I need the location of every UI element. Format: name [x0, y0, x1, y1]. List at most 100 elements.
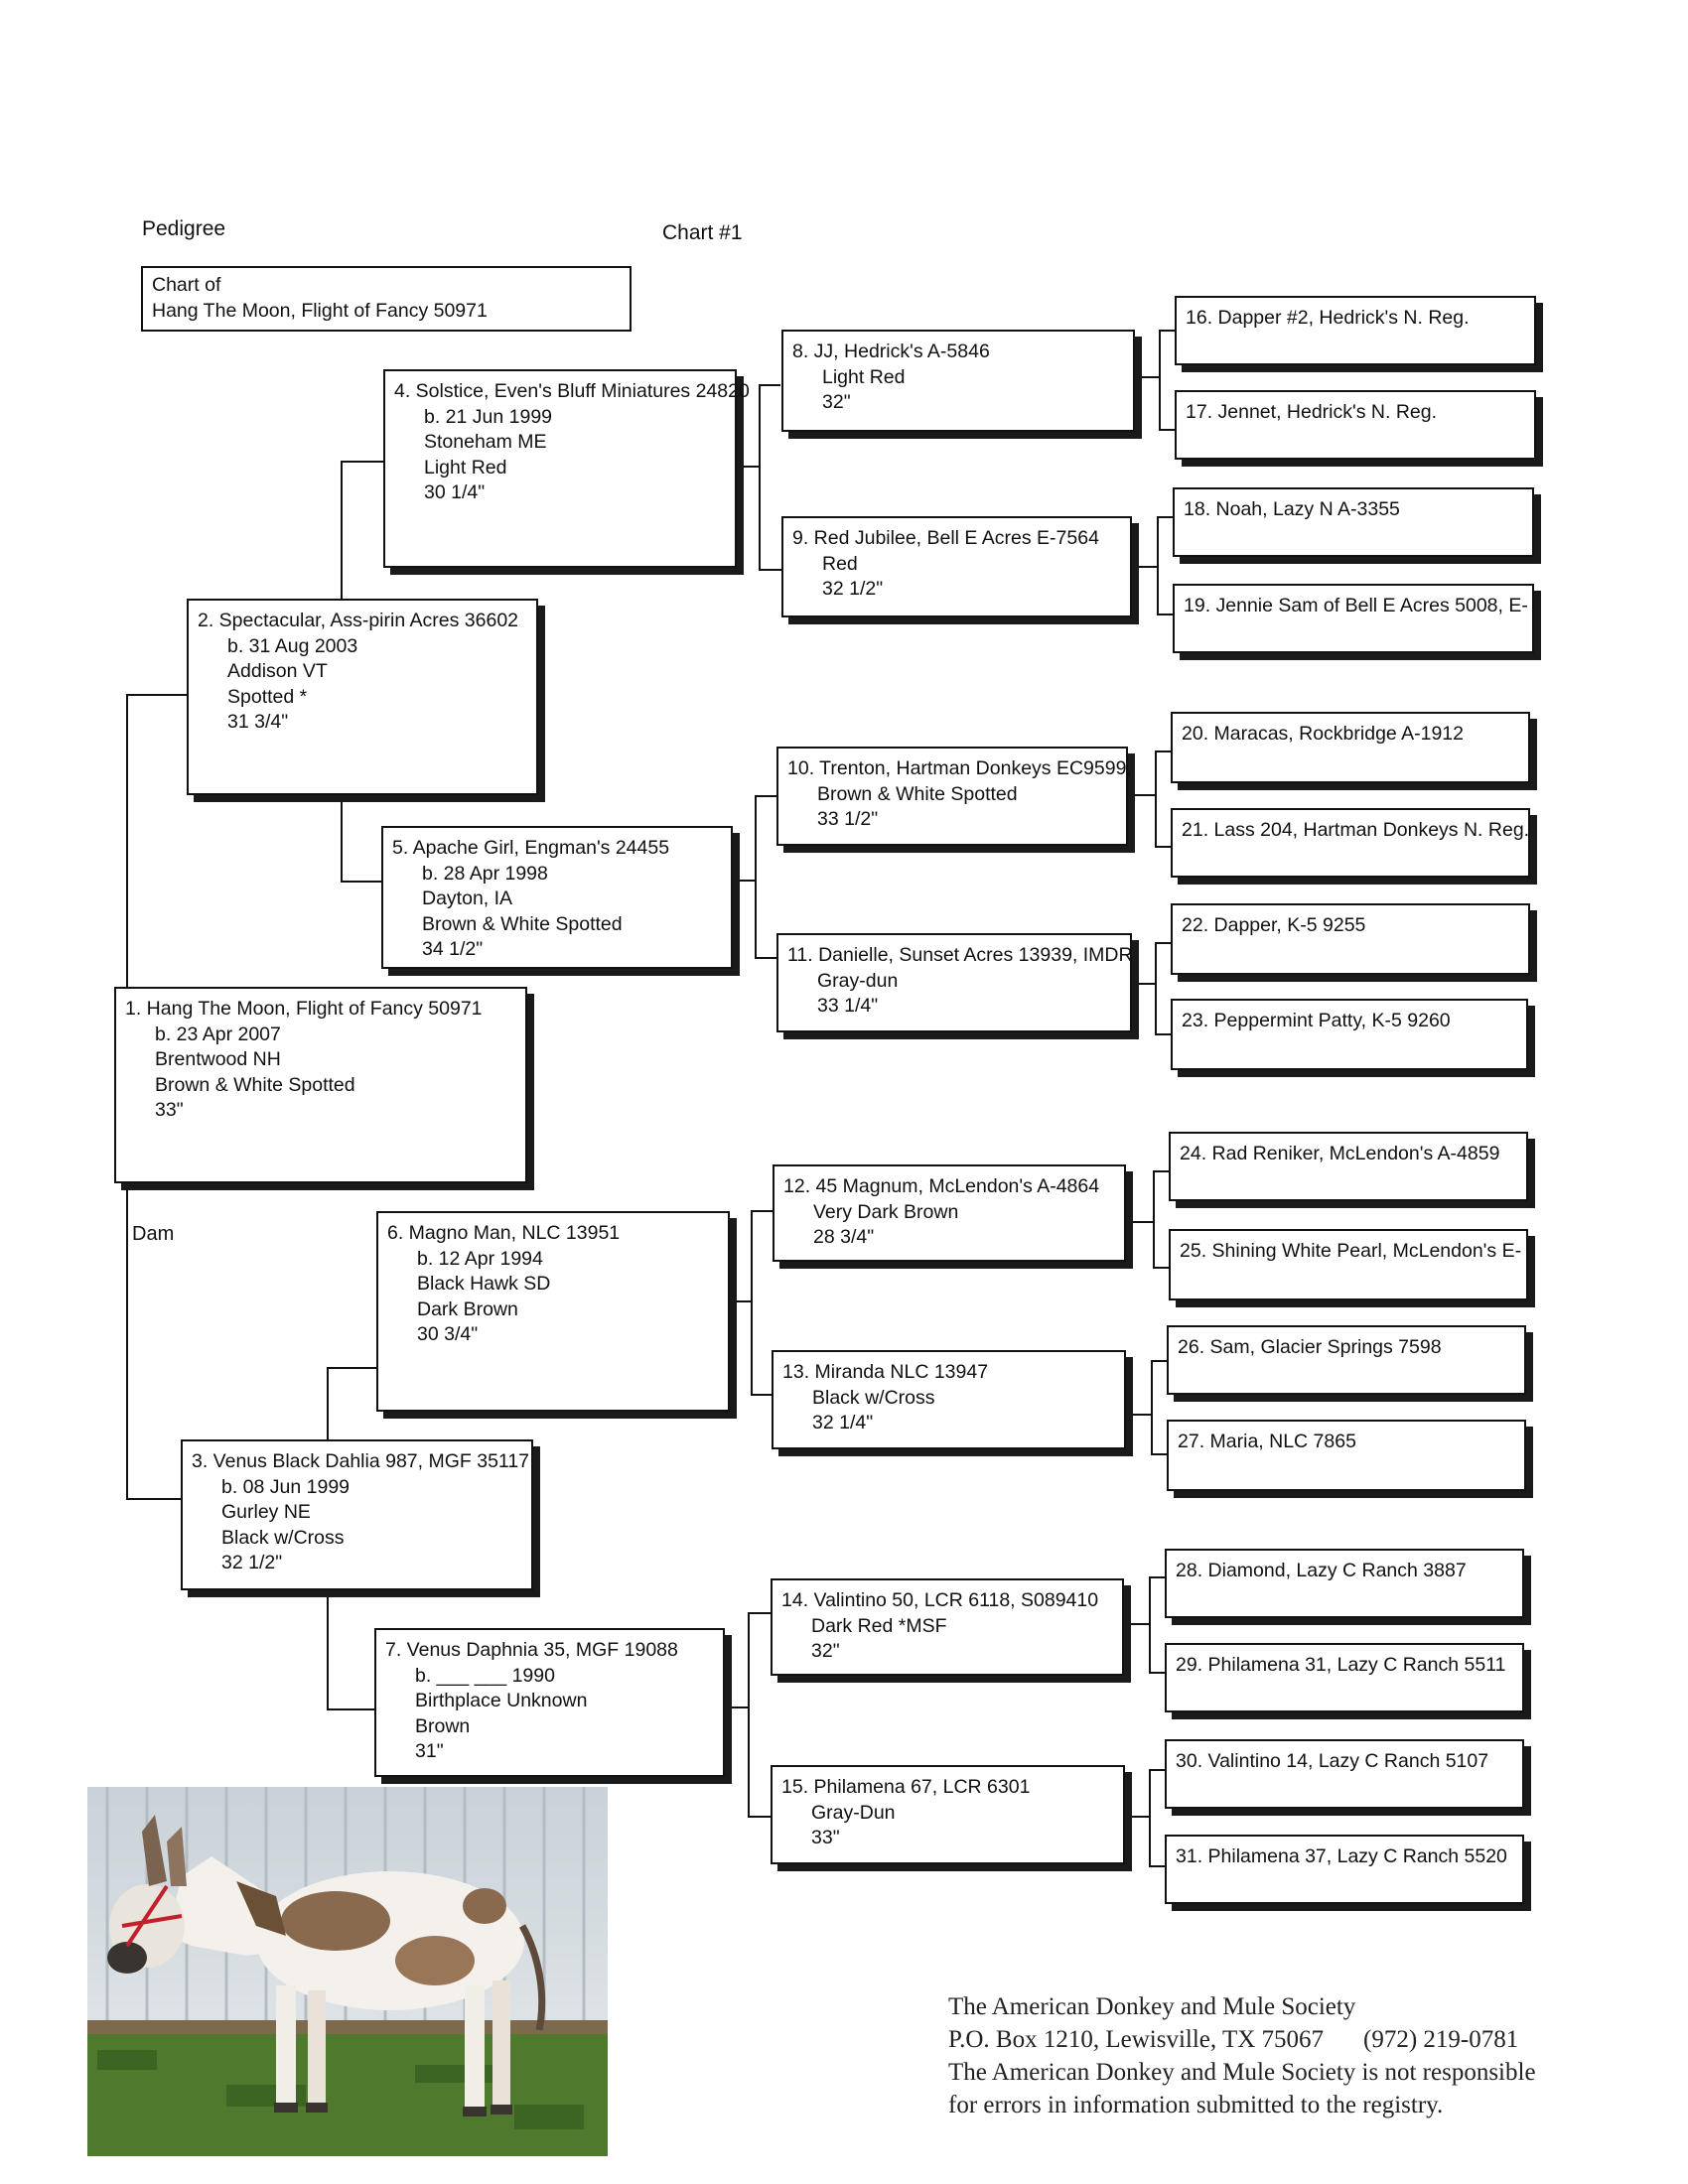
animal-4-box: 4. Solstice, Even's Bluff Miniatures 248…	[383, 369, 750, 568]
animal-name: 31. Philamena 37, Lazy C Ranch 5520	[1176, 1845, 1507, 1867]
animal-name: 12. 45 Magnum, McLendon's A-4864	[783, 1175, 1100, 1197]
animal-height: 32 1/2"	[822, 578, 884, 600]
animal-color: Dark Brown	[417, 1297, 518, 1320]
footer-phone: (972) 219-0781	[1363, 2026, 1519, 2053]
animal-16-box: 16. Dapper #2, Hedrick's N. Reg.	[1175, 296, 1536, 365]
chart-of-label: Chart of	[152, 274, 221, 296]
animal-name: 25. Shining White Pearl, McLendon's E-	[1180, 1240, 1522, 1262]
animal-height: 33 1/4"	[817, 995, 879, 1017]
animal-place: Brentwood NH	[155, 1048, 281, 1070]
animal-name: 1. Hang The Moon, Flight of Fancy 50971	[125, 998, 483, 1020]
animal-3-box: 3. Venus Black Dahlia 987, MGF 35117 b. …	[181, 1439, 533, 1590]
animal-color: Black w/Cross	[221, 1526, 345, 1549]
animal-25-box: 25. Shining White Pearl, McLendon's E-	[1169, 1229, 1528, 1300]
animal-8-box: 8. JJ, Hedrick's A-5846 Light Red 32"	[781, 330, 1135, 432]
animal-name: 7. Venus Daphnia 35, MGF 19088	[385, 1639, 678, 1661]
animal-30-box: 30. Valintino 14, Lazy C Ranch 5107	[1165, 1739, 1524, 1809]
animal-height: 28 3/4"	[813, 1226, 875, 1248]
animal-name: 28. Diamond, Lazy C Ranch 3887	[1176, 1560, 1467, 1581]
animal-birth: b. 23 Apr 2007	[155, 1023, 281, 1045]
animal-height: 32"	[822, 391, 851, 413]
donkey-photo	[87, 1787, 608, 2156]
animal-color: Light Red	[822, 365, 906, 388]
animal-color: Gray-dun	[817, 969, 899, 992]
animal-birth: b. 12 Apr 1994	[417, 1247, 543, 1270]
animal-20-box: 20. Maracas, Rockbridge A-1912	[1171, 712, 1530, 783]
animal-name: 30. Valintino 14, Lazy C Ranch 5107	[1176, 1750, 1489, 1772]
animal-height: 30 3/4"	[417, 1323, 479, 1345]
animal-name: 15. Philamena 67, LCR 6301	[781, 1776, 1031, 1798]
animal-color: Brown & White Spotted	[817, 782, 1018, 805]
animal-name: 22. Dapper, K-5 9255	[1182, 914, 1366, 936]
animal-color: Brown & White Spotted	[155, 1073, 355, 1096]
animal-birth: b. ___ ___ 1990	[415, 1664, 555, 1687]
animal-height: 34 1/2"	[422, 938, 484, 960]
animal-place: Birthplace Unknown	[415, 1690, 588, 1711]
animal-19-box: 19. Jennie Sam of Bell E Acres 5008, E-	[1173, 584, 1534, 653]
animal-height: 33 1/2"	[817, 808, 879, 830]
registry-footer: The American Donkey and Mule Society P.O…	[948, 1990, 1536, 2121]
animal-name: 11. Danielle, Sunset Acres 13939, IMDR	[787, 944, 1133, 966]
animal-name: 13. Miranda NLC 13947	[782, 1361, 989, 1383]
animal-name: 18. Noah, Lazy N A-3355	[1184, 498, 1400, 520]
dam-label: Dam	[132, 1223, 175, 1245]
animal-height: 30 1/4"	[424, 481, 486, 503]
donkey-photo-icon	[87, 1787, 608, 2156]
animal-name: 2. Spectacular, Ass-pirin Acres 36602	[198, 610, 519, 631]
animal-31-box: 31. Philamena 37, Lazy C Ranch 5520	[1165, 1835, 1524, 1904]
animal-color: Spotted *	[227, 685, 308, 708]
animal-height: 33"	[155, 1099, 184, 1121]
animal-18-box: 18. Noah, Lazy N A-3355	[1173, 487, 1534, 557]
footer-disclaimer-2: for errors in information submitted to t…	[948, 2092, 1444, 2118]
animal-name: 3. Venus Black Dahlia 987, MGF 35117	[192, 1450, 530, 1472]
animal-height: 31"	[415, 1740, 444, 1762]
animal-color: Brown & White Spotted	[422, 912, 623, 935]
animal-name: 29. Philamena 31, Lazy C Ranch 5511	[1176, 1654, 1506, 1676]
animal-1-box: 1. Hang The Moon, Flight of Fancy 50971 …	[114, 987, 527, 1183]
animal-5-box: 5. Apache Girl, Engman's 24455 b. 28 Apr…	[381, 826, 733, 969]
animal-color: Light Red	[424, 456, 507, 478]
animal-name: 19. Jennie Sam of Bell E Acres 5008, E-	[1184, 595, 1528, 616]
animal-7-box: 7. Venus Daphnia 35, MGF 19088 b. ___ __…	[374, 1628, 725, 1777]
animal-name: 6. Magno Man, NLC 13951	[387, 1222, 621, 1244]
animal-name: 17. Jennet, Hedrick's N. Reg.	[1186, 401, 1438, 423]
footer-org-name: The American Donkey and Mule Society	[948, 1993, 1356, 2020]
animal-24-box: 24. Rad Reniker, McLendon's A-4859	[1169, 1132, 1528, 1201]
animal-color: Dark Red *MSF	[811, 1614, 947, 1637]
animal-name: 8. JJ, Hedrick's A-5846	[792, 341, 990, 362]
animal-height: 33"	[811, 1827, 840, 1848]
animal-birth: b. 08 Jun 1999	[221, 1475, 351, 1498]
pedigree-label: Pedigree	[142, 217, 226, 240]
animal-name: 24. Rad Reniker, McLendon's A-4859	[1180, 1143, 1500, 1164]
animal-name: 4. Solstice, Even's Bluff Miniatures 248…	[394, 380, 750, 402]
animal-height: 32"	[811, 1640, 840, 1662]
animal-name: 10. Trenton, Hartman Donkeys EC9599,	[787, 757, 1132, 779]
animal-17-box: 17. Jennet, Hedrick's N. Reg.	[1175, 390, 1536, 460]
animal-name: 23. Peppermint Patty, K-5 9260	[1182, 1010, 1451, 1031]
animal-10-box: 10. Trenton, Hartman Donkeys EC9599, Bro…	[776, 747, 1132, 846]
animal-13-box: 13. Miranda NLC 13947 Black w/Cross 32 1…	[772, 1350, 1126, 1449]
animal-name: 20. Maracas, Rockbridge A-1912	[1182, 723, 1464, 745]
footer-address: P.O. Box 1210, Lewisville, TX 75067	[948, 2026, 1325, 2053]
animal-color: Black w/Cross	[812, 1386, 935, 1409]
animal-place: Addison VT	[227, 660, 328, 682]
animal-15-box: 15. Philamena 67, LCR 6301 Gray-Dun 33"	[771, 1765, 1125, 1864]
animal-22-box: 22. Dapper, K-5 9255	[1171, 903, 1530, 975]
animal-name: 14. Valintino 50, LCR 6118, S089410	[781, 1589, 1099, 1611]
animal-color: Red	[822, 552, 858, 575]
chart-of-box: Chart of Hang The Moon, Flight of Fancy …	[141, 266, 632, 332]
animal-color: Brown	[415, 1714, 471, 1737]
chart-of-name: Hang The Moon, Flight of Fancy 50971	[152, 300, 488, 322]
animal-9-box: 9. Red Jubilee, Bell E Acres E-7564 Red …	[781, 516, 1132, 617]
animal-height: 32 1/2"	[221, 1552, 283, 1573]
animal-place: Stoneham ME	[424, 431, 547, 453]
animal-6-box: 6. Magno Man, NLC 13951 b. 12 Apr 1994 B…	[376, 1211, 730, 1412]
animal-height: 32 1/4"	[812, 1412, 874, 1433]
animal-name: 21. Lass 204, Hartman Donkeys N. Reg.	[1182, 819, 1530, 841]
footer-disclaimer-1: The American Donkey and Mule Society is …	[948, 2059, 1536, 2086]
animal-place: Black Hawk SD	[417, 1273, 551, 1295]
animal-21-box: 21. Lass 204, Hartman Donkeys N. Reg.	[1171, 808, 1530, 878]
animal-28-box: 28. Diamond, Lazy C Ranch 3887	[1165, 1549, 1524, 1618]
animal-name: 9. Red Jubilee, Bell E Acres E-7564	[792, 527, 1099, 549]
